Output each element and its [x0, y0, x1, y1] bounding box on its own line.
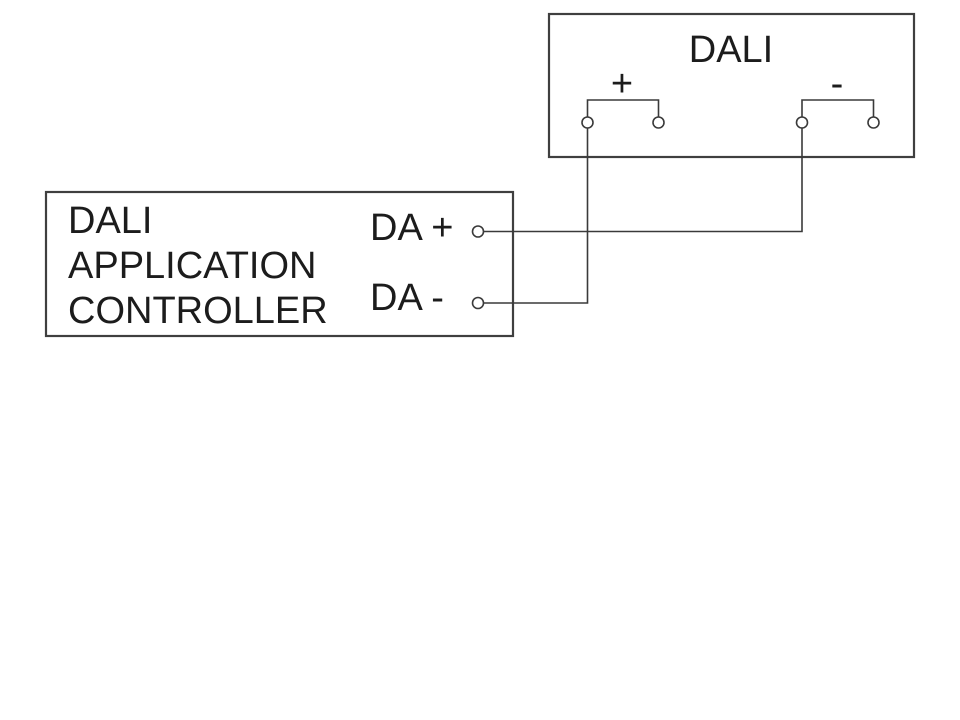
- controller-name-line-1: DALI: [68, 200, 152, 242]
- controller-box: [44, 190, 515, 338]
- bus-minus-terminal-circle-right: [867, 116, 880, 129]
- bus-plus-terminal-bracket: [586, 99, 660, 117]
- dali-bus-title: DALI: [689, 29, 773, 71]
- da-plus-label: DA +: [370, 207, 453, 249]
- bus-plus-terminal-circle-right: [652, 116, 665, 129]
- controller-da-plus-terminal-circle: [471, 225, 485, 238]
- bus-plus-terminal-circle-left: [581, 116, 594, 129]
- bus-minus-terminal-circle-left: [795, 116, 809, 129]
- controller-da-minus-terminal-circle: [471, 296, 485, 310]
- wire-da-minus-to-plus-terminal: [484, 128, 589, 304]
- controller-name-line-3: CONTROLLER: [68, 290, 328, 332]
- wire-da-plus-to-minus-terminal: [484, 128, 803, 233]
- da-minus-label: DA -: [370, 277, 444, 319]
- bus-plus-terminal-label: +: [611, 63, 633, 105]
- dali-bus-box: [547, 12, 916, 159]
- controller-name-line-2: APPLICATION: [68, 245, 316, 287]
- bus-minus-terminal-label: -: [831, 63, 844, 105]
- bus-minus-terminal-bracket: [801, 99, 875, 117]
